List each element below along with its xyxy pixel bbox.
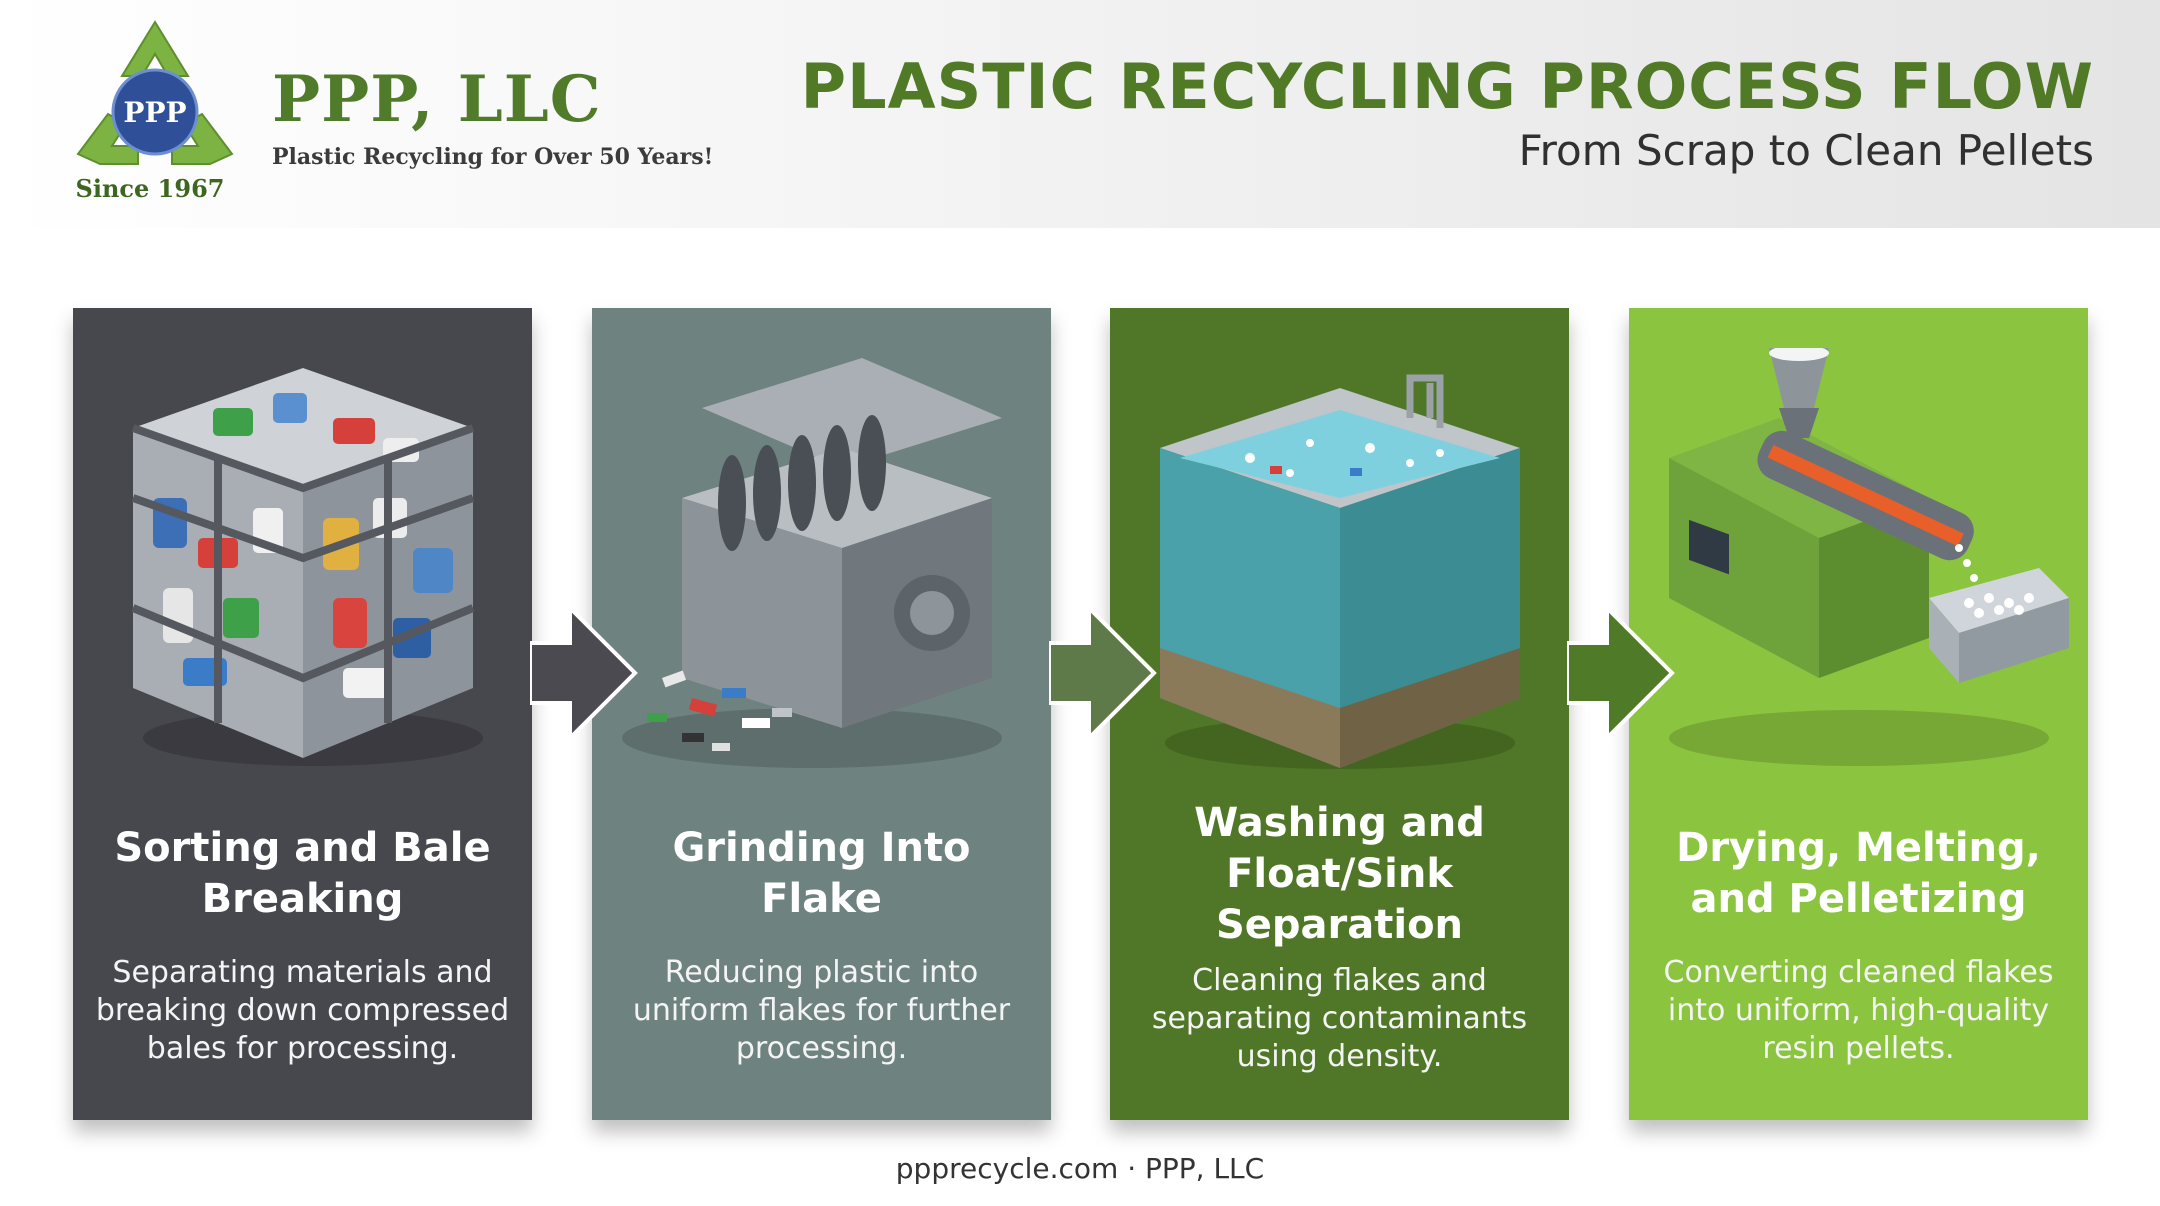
step-card-grinding: Grinding Into Flake Reducing plastic int… xyxy=(592,308,1051,1120)
page-title: PLASTIC RECYCLING PROCESS FLOW xyxy=(800,50,2094,123)
arrow-right-icon xyxy=(1049,608,1157,738)
step-description: Separating materials and breaking down c… xyxy=(95,955,510,1066)
company-tagline: Plastic Recycling for Over 50 Years! xyxy=(272,144,714,170)
step-card-washing: Washing and Float/Sink Separation Cleani… xyxy=(1110,308,1569,1120)
company-name: PPP, LLC xyxy=(272,62,602,137)
step-title: Sorting and Bale Breaking xyxy=(114,825,491,922)
recycle-logo-icon: PPP xyxy=(76,20,234,165)
extruder-icon xyxy=(1669,348,2069,766)
arrow-right-icon xyxy=(530,608,638,738)
since-year: Since 1967 xyxy=(75,174,225,203)
step-description: Converting cleaned flakes into uniform, … xyxy=(1663,955,2054,1066)
page-subtitle: From Scrap to Clean Pellets xyxy=(1518,126,2094,175)
step-title: Drying, Melting, and Pelletizing xyxy=(1676,825,2041,922)
step-description: Reducing plastic into uniform flakes for… xyxy=(632,955,1011,1066)
header-banner: PPP Since 1967 PPP, LLC Plastic Recyclin… xyxy=(0,0,2160,228)
step-description: Cleaning flakes and separating contamina… xyxy=(1151,963,1528,1074)
step-card-sorting: Sorting and Bale Breaking Separating mat… xyxy=(73,308,532,1120)
footer-text: ppprecycle.com · PPP, LLC xyxy=(895,1152,1265,1185)
step-title: Grinding Into Flake xyxy=(672,825,971,922)
step-card-pelletizing: Drying, Melting, and Pelletizing Convert… xyxy=(1629,308,2088,1120)
step-title: Washing and Float/Sink Separation xyxy=(1194,800,1485,948)
grinder-icon xyxy=(622,358,1002,768)
wash-tank-icon xyxy=(1160,374,1520,769)
arrow-right-icon xyxy=(1567,608,1675,738)
logo-text: PPP xyxy=(123,96,186,129)
plastic-bale-icon xyxy=(131,368,483,766)
